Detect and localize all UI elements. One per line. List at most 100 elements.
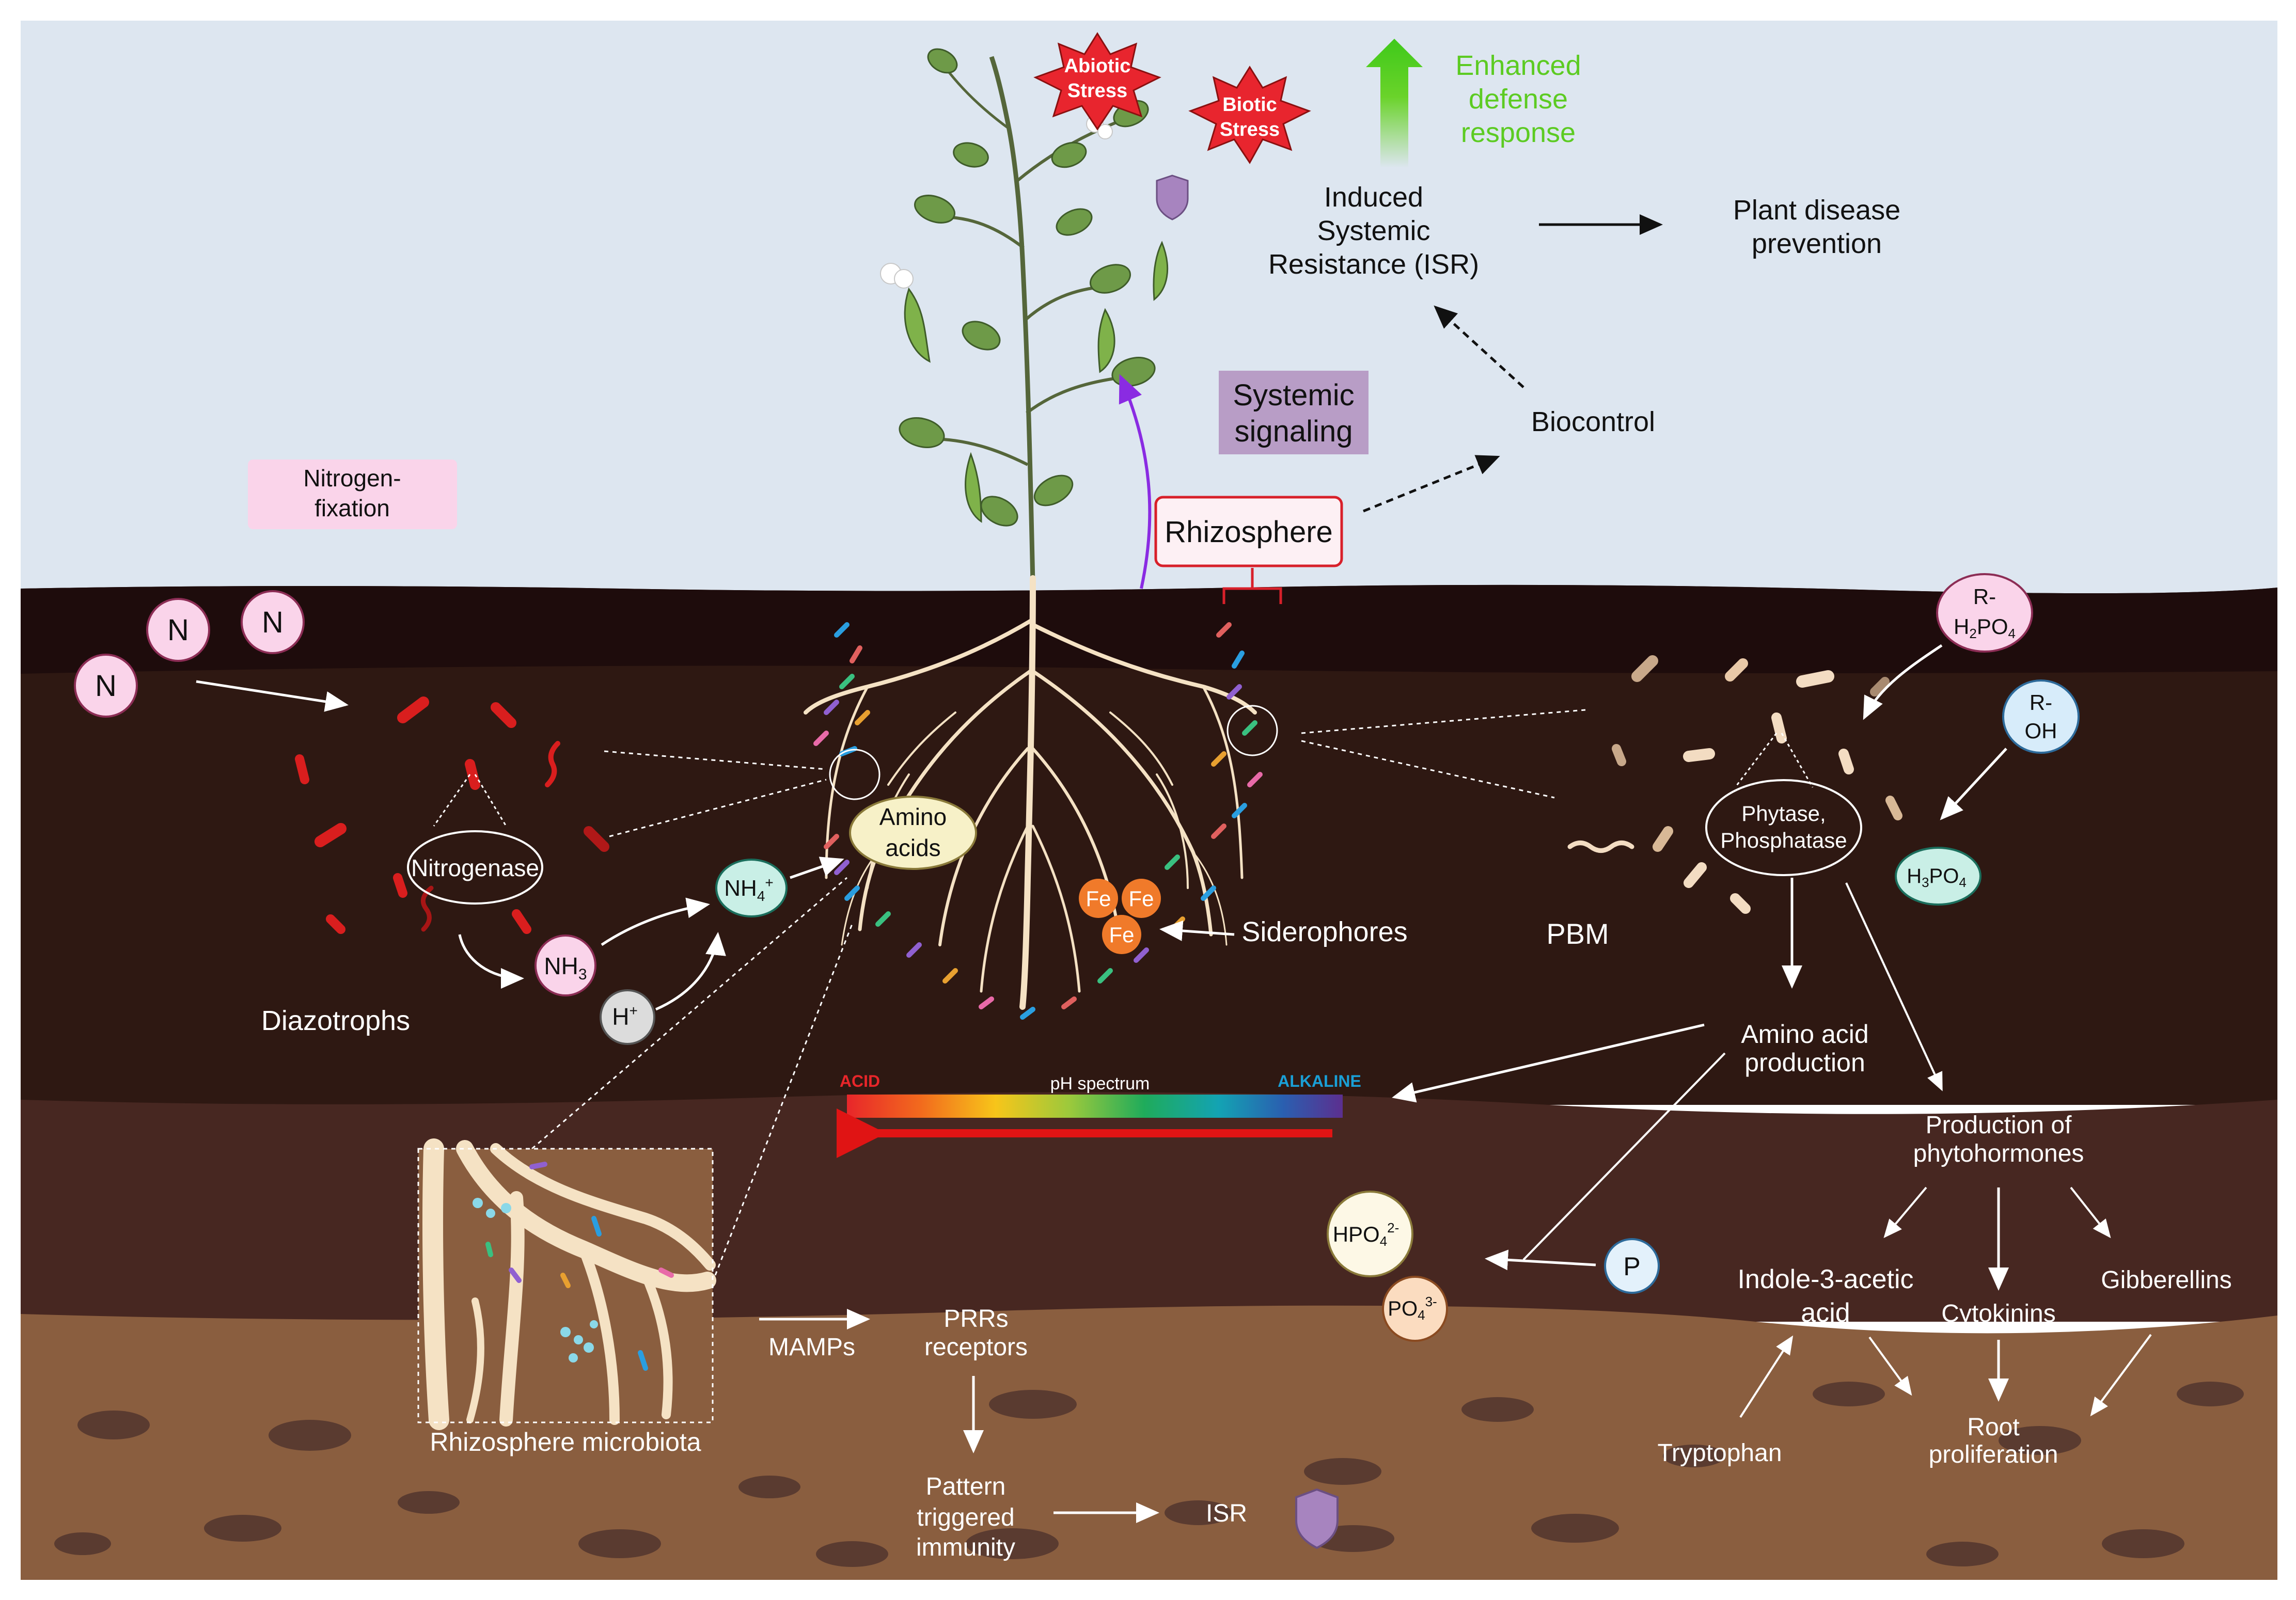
systemic-signaling-line1: Systemic <box>1233 378 1354 412</box>
biotic-stress-label-line2: Stress <box>1220 119 1280 140</box>
nitrogenase-leader-right <box>474 774 507 827</box>
pea-plant-shoot <box>880 48 1189 584</box>
pbm-label: PBM <box>1546 917 1609 950</box>
nh3-bubble <box>534 934 596 996</box>
nh3-label: NH3 <box>544 953 587 983</box>
r-h2po4-arrow <box>1863 644 1943 720</box>
nh4-bubble <box>715 859 788 917</box>
diazotroph-bacteria <box>295 696 609 934</box>
nitrogen-atoms: N N N <box>74 590 305 718</box>
enhanced-defense-arrow <box>1366 39 1423 168</box>
h-to-nh4-arrow <box>655 932 726 1011</box>
p-label: P <box>1623 1252 1640 1281</box>
root-zoom-circle-left <box>829 749 880 800</box>
shield-icon <box>1156 175 1189 220</box>
enzyme-leader-left <box>1734 733 1778 788</box>
shield-icon <box>1295 1488 1339 1549</box>
root-zoom-circle-right <box>1226 705 1278 756</box>
phytohormones-line2: phytohormones <box>1913 1140 2084 1167</box>
dotted-link-right-top <box>1301 709 1586 734</box>
topsoil-band <box>21 584 2277 674</box>
amino-acids-ellipse <box>849 796 977 870</box>
iaa-line1: Indole-3-acetic <box>1737 1264 1913 1294</box>
siderophores-label: Siderophores <box>1241 916 1407 947</box>
nitrogen-fixation-line2: fixation <box>314 495 390 521</box>
mamps-label: MAMPs <box>768 1334 855 1361</box>
nitrogen-fixation-box <box>248 460 457 529</box>
r-oh-arrow <box>1940 748 2007 820</box>
isr-label-line3: Resistance (ISR) <box>1268 249 1479 280</box>
svg-text:N: N <box>95 669 117 703</box>
enhanced-defense-line1: Enhanced <box>1455 50 1581 81</box>
r-oh-line1: R- <box>2030 690 2052 715</box>
po4-bubble <box>1382 1276 1448 1342</box>
systemic-signaling-arrow <box>1119 374 1152 589</box>
amino-acids-line2: acids <box>885 834 940 861</box>
dotted-link-left-top <box>604 750 827 770</box>
dotted-link-right-bottom <box>1301 740 1555 799</box>
biotic-stress-label-line1: Biotic <box>1222 94 1277 116</box>
isr-label-line1: Induced <box>1324 182 1423 213</box>
ph-title-label: pH spectrum <box>1050 1074 1150 1094</box>
abiotic-stress-label-line2: Stress <box>1067 80 1127 102</box>
enzyme-line2: Phosphatase <box>1720 828 1847 852</box>
microbiota-zoom-panel <box>417 1138 716 1430</box>
phyto-to-gibberellins-arrow <box>2070 1186 2111 1239</box>
soil-pebbles <box>54 1382 2244 1567</box>
p-bubble <box>1604 1238 1660 1294</box>
biotic-stress-star: Biotic Stress <box>1188 66 1311 164</box>
cytokinins-label: Cytokinins <box>1941 1300 2055 1327</box>
root-proliferation-line1: Root <box>1967 1414 2019 1441</box>
nitrogenase-ellipse <box>407 830 543 905</box>
plant-disease-line2: prevention <box>1752 228 1882 259</box>
iaa-to-root-arrow <box>1868 1336 1912 1396</box>
tryptophan-to-iaa-arrow <box>1739 1335 1794 1418</box>
h-plus-bubble <box>600 989 655 1045</box>
r-h2po4-line2: H2PO4 <box>1954 614 2016 641</box>
svg-text:Fe: Fe <box>1086 886 1111 911</box>
abiotic-stress-star: Abiotic Stress <box>1033 32 1161 131</box>
rhizosphere-label: Rhizosphere <box>1165 515 1333 549</box>
systemic-signaling-line2: signaling <box>1235 415 1353 448</box>
svg-text:Fe: Fe <box>1128 886 1154 911</box>
zoom-link-left <box>531 877 847 1150</box>
tryptophan-label: Tryptophan <box>1657 1439 1782 1467</box>
gibberellins-label: Gibberellins <box>2101 1266 2231 1294</box>
prrs-line1: PRRs <box>943 1305 1008 1333</box>
amino-production-line1: Amino acid <box>1741 1020 1868 1049</box>
nh3-to-nh4-arrow <box>601 897 710 946</box>
phyto-to-iaa-arrow <box>1883 1186 1927 1239</box>
amino-production-line2: production <box>1744 1048 1865 1077</box>
gibberellins-to-root-arrow <box>2090 1334 2152 1417</box>
enhanced-defense-line3: response <box>1461 117 1576 148</box>
pti-line1: Pattern <box>926 1473 1006 1500</box>
iron-atoms: Fe Fe Fe <box>1079 879 1161 954</box>
nitrogen-fixation-line1: Nitrogen- <box>303 465 401 492</box>
abiotic-stress-label-line1: Abiotic <box>1064 55 1131 77</box>
enhanced-defense-line2: defense <box>1469 84 1568 115</box>
r-h2po4-line1: R- <box>1973 584 1996 609</box>
root-bacteria <box>813 622 1263 1020</box>
nitrogenase-leader-left <box>433 774 471 827</box>
zoom-link-right <box>714 924 853 1276</box>
svg-text:N: N <box>262 606 284 639</box>
p-to-hpo4-arrow <box>1485 1249 1596 1271</box>
enzyme-ellipse <box>1705 779 1862 876</box>
enzyme-line1: Phytase, <box>1741 801 1826 826</box>
r-oh-line2: OH <box>2025 719 2057 743</box>
biocontrol-label: Biocontrol <box>1531 406 1655 437</box>
ph-acid-label: ACID <box>840 1072 880 1090</box>
nitrogenase-label: Nitrogenase <box>411 854 539 881</box>
isr-bottom-label: ISR <box>1206 1500 1247 1527</box>
ph-alkaline-label: ALKALINE <box>1278 1072 1361 1090</box>
systemic-signaling-box <box>1219 371 1369 454</box>
svg-text:N: N <box>167 613 189 647</box>
siderophores-arrow <box>1159 920 1235 941</box>
iaa-line2: acid <box>1801 1298 1850 1328</box>
root-proliferation-line2: proliferation <box>1929 1441 2058 1468</box>
nh4-label: NH4+ <box>724 875 774 904</box>
hpo4-bubble <box>1327 1191 1413 1277</box>
po4-label: PO43- <box>1388 1294 1437 1323</box>
r-h2po4-bubble <box>1936 573 2033 653</box>
isr-label-line2: Systemic <box>1317 215 1430 246</box>
